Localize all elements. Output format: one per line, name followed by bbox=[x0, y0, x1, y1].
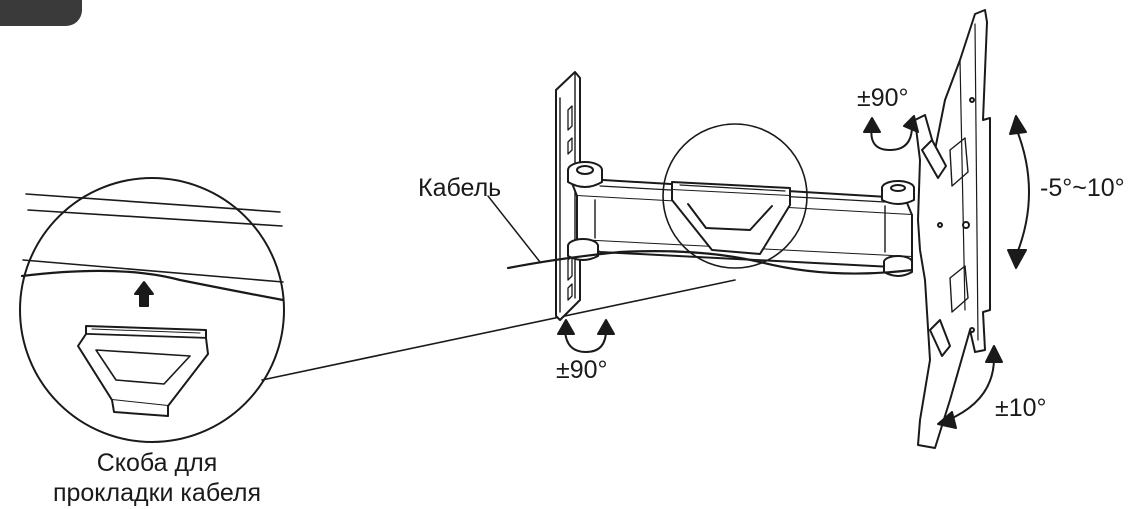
cable-clip-caption: Скоба для прокладки кабеля bbox=[22, 448, 292, 508]
zoom-detail bbox=[19, 177, 285, 443]
cable-label: Кабель bbox=[418, 174, 502, 202]
tilt-label: -5°~10° bbox=[1040, 174, 1125, 202]
cable-label-pointer bbox=[487, 195, 541, 263]
zoom-leader-line bbox=[261, 279, 736, 381]
zoom-circle-detail bbox=[19, 177, 285, 443]
swivel-bottom-label: ±90° bbox=[556, 356, 608, 384]
tv-plate bbox=[914, 9, 991, 449]
insert-direction-icon bbox=[134, 281, 154, 307]
step-number-badge bbox=[0, 0, 82, 26]
zoom-circle-arm bbox=[662, 123, 808, 269]
caption-line-2: прокладки кабеля bbox=[52, 479, 262, 507]
swivel-top-arrow bbox=[863, 115, 919, 151]
caption-line-1: Скоба для bbox=[96, 449, 218, 477]
rotate-label: ±10° bbox=[995, 394, 1047, 422]
swivel-arm bbox=[567, 161, 915, 277]
swivel-top-label: ±90° bbox=[857, 84, 909, 112]
cable bbox=[506, 250, 914, 275]
rotate-arrow bbox=[937, 345, 1003, 429]
tilt-arrow bbox=[1007, 115, 1030, 269]
detail-cable bbox=[20, 269, 285, 302]
swivel-bottom-arrow bbox=[557, 319, 615, 353]
